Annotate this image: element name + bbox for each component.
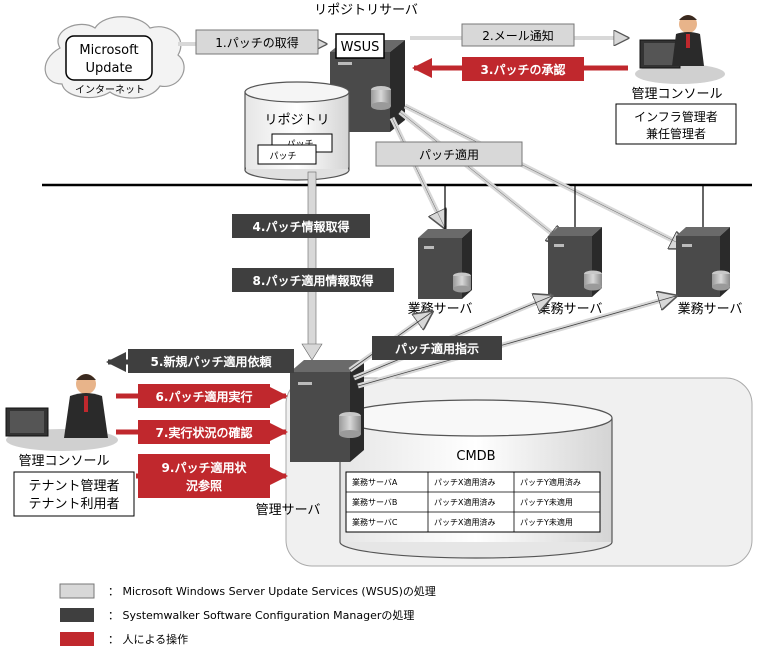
step3-label: 3.パッチの承認 (481, 62, 566, 77)
step3-arrow: 3.パッチの承認 (412, 57, 628, 81)
repository-label: リポジトリ (264, 113, 329, 128)
cmdb-cell: パッチY未適用 (520, 517, 573, 527)
patch-instruction-label: パッチ適用指示 (395, 341, 479, 356)
step4-box (232, 214, 370, 238)
legend-wsus-text: ： Microsoft Windows Server Update Servic… (108, 585, 436, 598)
cmdb-table: 業務サーバA パッチX適用済み パッチY適用済み 業務サーバB パッチX適用済み… (345, 471, 601, 533)
business-server-3-label: 業務サーバ (678, 301, 743, 317)
business-server-2-label: 業務サーバ (538, 301, 603, 317)
admin-console-top (635, 15, 725, 84)
mgmt-to-business-arrows: パッチ適用指示 (348, 296, 676, 389)
step7-label: 7.実行状況の確認 (156, 425, 253, 440)
business-server-1 (418, 229, 472, 299)
cmdb-cell: パッチX適用済み (434, 517, 495, 527)
wsus-box (335, 33, 385, 59)
cloud-line2: Update (85, 61, 132, 76)
cmdb-cell: パッチX適用済み (434, 477, 495, 487)
step7-arrow: 7.実行状況の確認 (116, 420, 288, 444)
legend-manual-text: ： 人による操作 (108, 632, 188, 646)
cmdb-cell: 業務サーバC (352, 517, 398, 527)
management-server-icon (290, 360, 364, 462)
admin-console-left (5, 374, 118, 451)
step9-label-line2: 況参照 (186, 478, 222, 493)
wsus-label: WSUS (341, 40, 380, 55)
patch-doc-front (257, 144, 317, 165)
step1-arrow: 1.パッチの取得 (178, 29, 326, 55)
step5-label: 5.新規パッチ適用依頼 (151, 354, 273, 369)
legend: ： Microsoft Windows Server Update Servic… (59, 583, 436, 646)
admin-role-left-box (13, 471, 135, 517)
cmdb-cell: パッチY未適用 (520, 497, 573, 507)
cmdb-cell: 業務サーバA (352, 477, 398, 487)
step9-label-line1: 9.パッチ適用状 (162, 460, 248, 475)
business-server-2 (548, 227, 602, 297)
patch-apply-box (375, 141, 523, 167)
cmdb-cell: パッチX適用済み (434, 497, 495, 507)
step6-label: 6.パッチ適用実行 (156, 389, 253, 404)
step1-label: 1.パッチの取得 (215, 35, 298, 50)
patch-instruction-box (372, 336, 502, 360)
step5-arrow: 5.新規パッチ適用依頼 (106, 349, 294, 373)
microsoft-update-box (65, 35, 153, 81)
patch-doc-front-label: パッチ (269, 151, 296, 162)
cmdb-cell: パッチY適用済み (520, 477, 581, 487)
admin-console-left-label: 管理コンソール (18, 454, 109, 469)
step2-arrow: 2.メール通知 (410, 23, 628, 47)
internet-cloud: Microsoft Update インターネット (44, 16, 185, 99)
step4-label: 4.パッチ情報取得 (253, 219, 350, 234)
step8-box (232, 268, 394, 292)
repo-to-mgmt-arrow (301, 171, 323, 361)
management-server-label: 管理サーバ (256, 503, 321, 518)
cmdb-label: CMDB (456, 449, 495, 464)
admin-console-top-label: 管理コンソール (631, 87, 722, 102)
business-server-3 (676, 227, 730, 297)
step2-label: 2.メール通知 (482, 29, 553, 43)
legend-swatch-swcm (60, 608, 94, 622)
admin-role-left-line1: テナント管理者 (28, 479, 119, 494)
legend-swcm-text: ： Systemwalker Software Configuration Ma… (108, 609, 414, 622)
admin-role-top-line1: インフラ管理者 (634, 109, 718, 124)
repository-cylinder: リポジトリ パッチ パッチ (244, 81, 350, 181)
repository-server-title: リポジトリサーバ (314, 3, 418, 18)
repository-server-icon: WSUS (330, 33, 405, 132)
cloud-line1: Microsoft (79, 43, 138, 58)
business-server-1-label: 業務サーバ (408, 301, 473, 317)
step6-arrow: 6.パッチ適用実行 (116, 384, 288, 408)
patch-apply-label: パッチ適用 (419, 147, 479, 162)
cmdb-cell: 業務サーバB (352, 497, 397, 507)
admin-role-left-line2: テナント利用者 (28, 497, 119, 512)
wsus-to-business-arrows: パッチ適用 (375, 103, 688, 251)
cloud-caption: インターネット (75, 84, 145, 96)
legend-swatch-wsus (59, 583, 95, 599)
legend-swatch-manual (60, 632, 94, 646)
step8-label: 8.パッチ適用情報取得 (253, 273, 374, 288)
admin-role-top-line2: 兼任管理者 (646, 126, 706, 141)
admin-role-top-box (615, 103, 737, 145)
step9-arrow: 9.パッチ適用状 況参照 (136, 454, 288, 498)
